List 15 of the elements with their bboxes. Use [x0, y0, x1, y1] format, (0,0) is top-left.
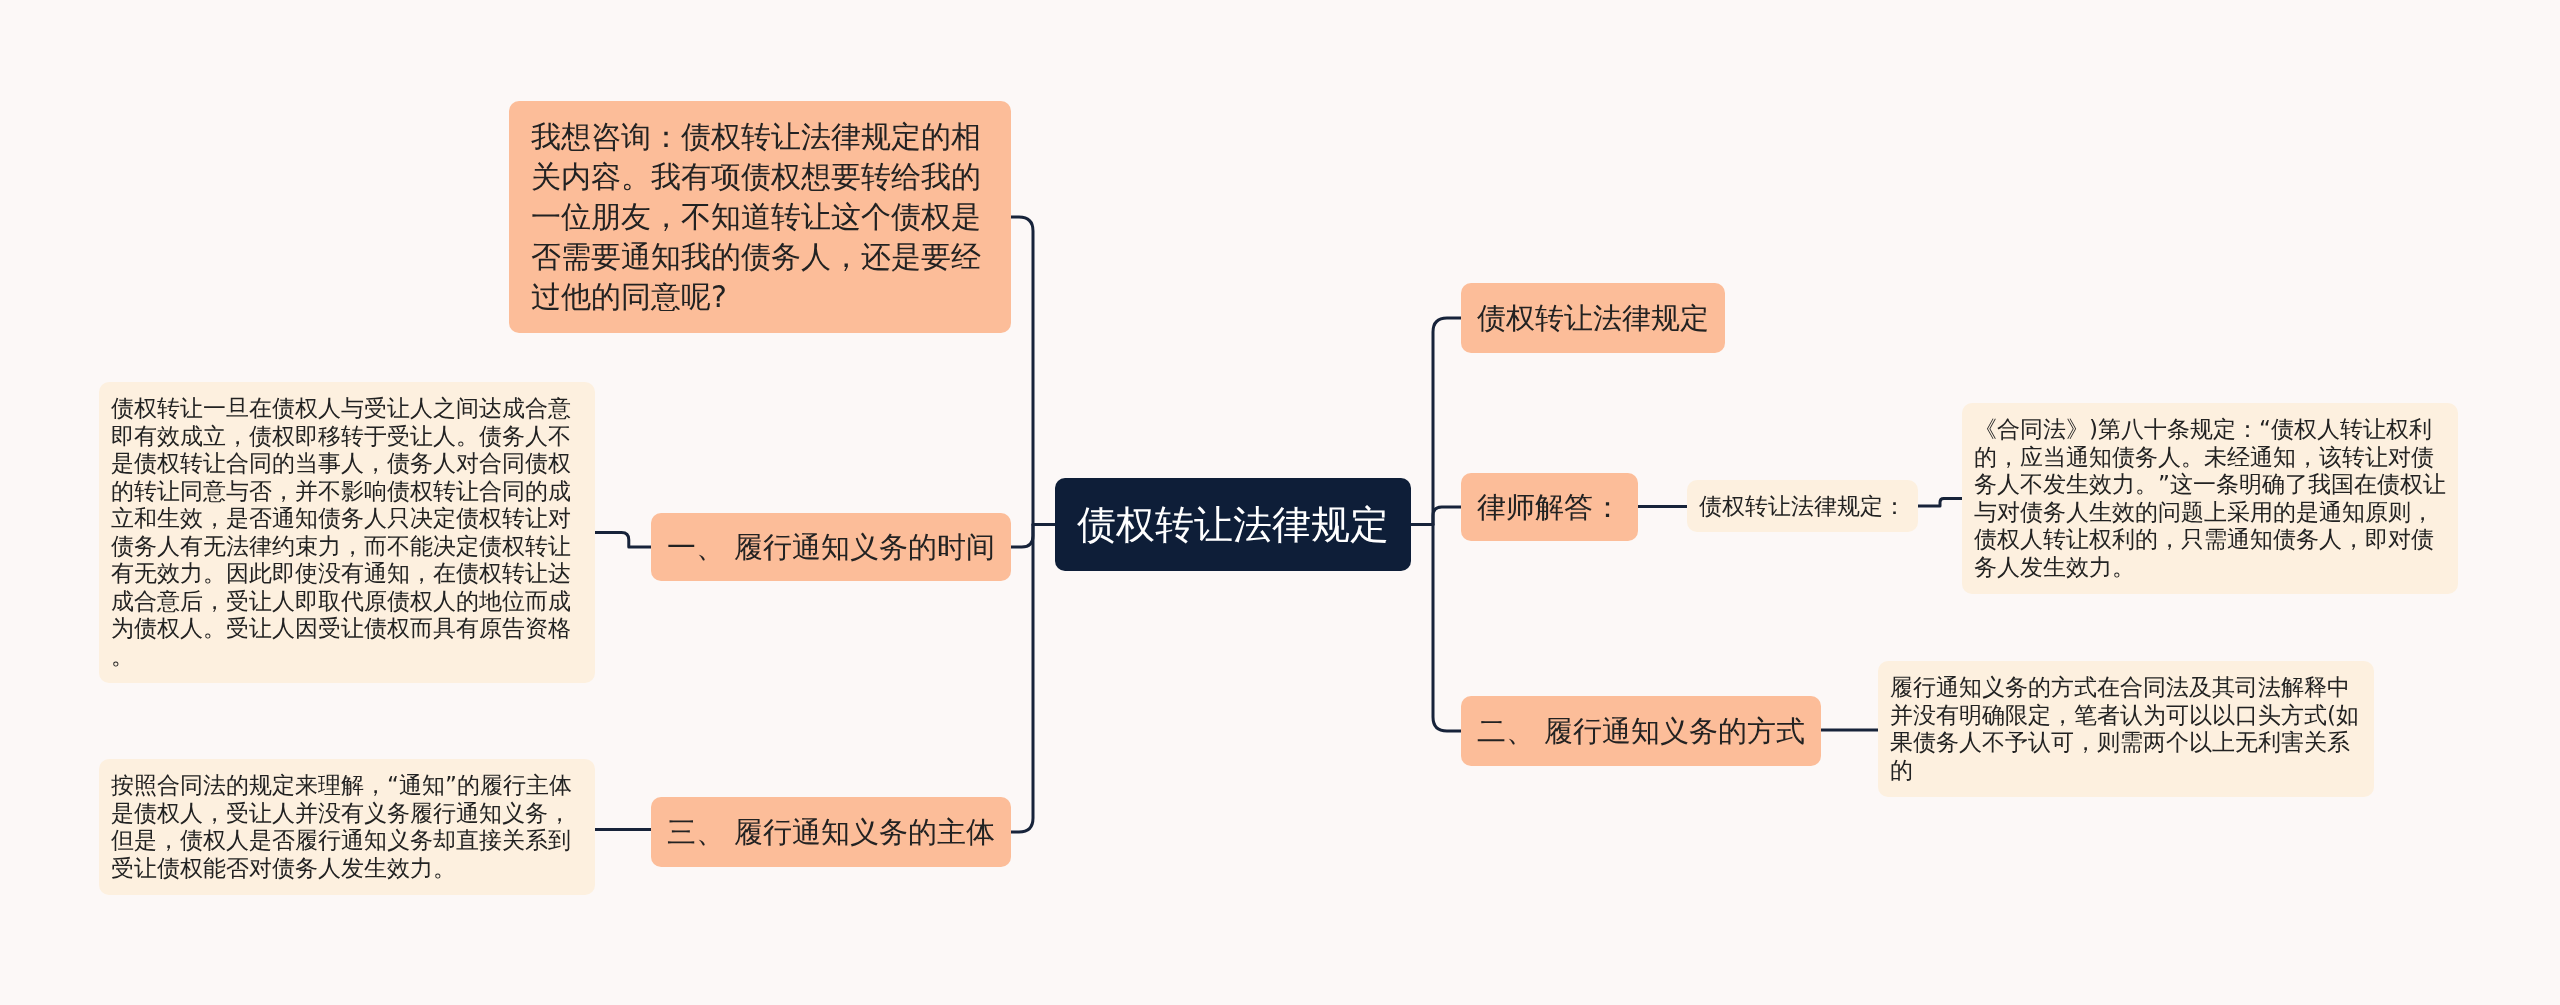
connector-line: [1916, 497, 1964, 508]
note-box: 债权转让一旦在债权人与受让人之间达成合意即有效成立，债权即移转于受让人。债务人不是债权转让合同的当事人，债务人对合同债权的转让同意与否，并不影响债权转让合同的成立和生效，是否通知债务人只决定债权转让对债务人有无法律约束力，而不能决定债权转让有无效力。因此即使没有通知，在债权转让达成合意后，受让人即取代原债权人的地位而成为债权人。受让人因受让债权而具有原告资格。: [99, 382, 595, 683]
note-box: 履行通知义务的方式在合同法及其司法解释中并没有明确限定，笔者认为可以以口头方式(如果债务人不予认可，则需两个以上无利害关系的: [1878, 661, 2374, 797]
subtopic-box: 债权转让法律规定：: [1687, 480, 1918, 532]
topic-box: 律师解答：: [1461, 473, 1638, 541]
connector-line: [1409, 523, 1463, 733]
topic-box: 二、 履行通知义务的方式: [1461, 696, 1822, 766]
question-box: 我想咨询：债权转让法律规定的相关内容。我有项债权想要转给我的一位朋友，不知道转让这个债权是否需要通知我的债务人，还是要经过他的同意呢?: [509, 101, 1011, 333]
connector-line: [1636, 505, 1689, 508]
note-box: 按照合同法的规定来理解，“通知”的履行主体是债权人，受让人并没有义务履行通知义务，但是，债权人是否履行通知义务却直接关系到受让债权能否对债务人发生效力。: [99, 759, 595, 895]
topic-box: 债权转让法律规定: [1461, 283, 1725, 353]
topic-box: 三、 履行通知义务的主体: [650, 797, 1011, 867]
topic-box: 一、 履行通知义务的时间: [650, 513, 1011, 581]
note-box: 《合同法》)第八十条规定：“债权人转让权利的，应当通知债务人。未经通知，该转让对债务人不发生效力。”这一条明确了我国在债权让与对债务人生效的问题上采用的是通知原则，债权人转让权利的，只需通知债务人，即对债务人发生效力。: [1962, 403, 2458, 594]
central-topic-box: 债权转让法律规定: [1055, 478, 1411, 571]
